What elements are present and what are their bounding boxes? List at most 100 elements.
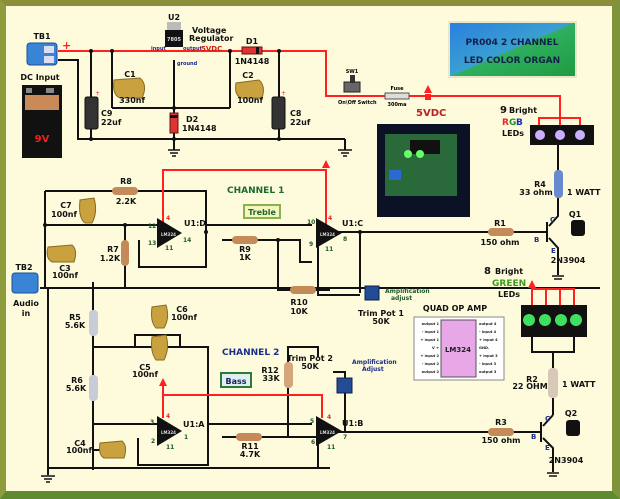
channel2-wires: [47, 282, 520, 475]
u1b-label: U1:B: [342, 419, 363, 428]
quad-title: QUAD OP AMP: [423, 304, 487, 313]
d1-diode: D1 1N4148: [235, 37, 270, 66]
junction-dots: [89, 49, 281, 141]
title-line-2: LED COLOR ORGAN: [464, 56, 560, 66]
quad-pin-label: - input 1: [422, 330, 440, 334]
pin: 2: [151, 438, 155, 445]
c1-name: C1: [124, 70, 136, 79]
audio-in-terminal-tb2: TB2 Audio in: [11, 263, 39, 318]
tb1-label: TB1: [33, 32, 51, 41]
pin: 11: [327, 444, 335, 451]
pin: 11: [166, 444, 174, 451]
u1a-chip: LM324: [161, 430, 176, 435]
rgb-bright: Bright: [509, 106, 537, 115]
r4-value: 33 ohm: [519, 188, 552, 197]
r8-value: 2.2K: [116, 197, 137, 206]
supply-arrow-ch1: [322, 160, 330, 168]
pin: 11: [165, 245, 173, 252]
pin: 14: [183, 237, 191, 244]
on-off-switch[interactable]: SW1 On\Off Switch: [338, 69, 377, 106]
r6-value: 5.6K: [66, 384, 87, 393]
pin: 12: [148, 223, 156, 230]
u1a-label: U1:A: [183, 420, 205, 429]
r2-value: 22 OHM: [512, 382, 547, 391]
c2-name: C2: [242, 71, 253, 80]
pin: 6: [311, 439, 315, 446]
ground-label: ground: [177, 61, 198, 67]
r5-name: R5: [69, 313, 81, 322]
green-count: 8: [484, 266, 491, 277]
trim-pot-2[interactable]: Trim Pot 2 50K Amplification Adjust: [287, 354, 397, 394]
quad-pin-label: + input 4: [479, 338, 498, 342]
quad-pin-label: V +: [432, 346, 439, 350]
c3-name: C3: [59, 264, 70, 273]
rail-voltage: 5VDC: [416, 108, 446, 119]
op-amp-u1c: LM324 U1:C 10 9 8 4 11: [307, 215, 363, 253]
fuse-label: Fuse: [390, 86, 404, 92]
battery-icon: 9V: [22, 85, 62, 158]
trim-pot-1[interactable]: Amplification adjust Trim Pot 1 50K: [358, 285, 430, 326]
audio-label-1: Audio: [13, 299, 39, 308]
c7-value: 100nf: [51, 210, 77, 219]
r10-value: 10K: [290, 307, 308, 316]
base-label: B: [534, 236, 539, 244]
q1-part: 2N3904: [551, 256, 586, 265]
c4-value: 100nf: [66, 446, 92, 455]
r4-power: 1 WATT: [567, 188, 601, 197]
quad-pin-label: - input 3: [479, 362, 497, 366]
quad-pin-label: output 2: [422, 370, 440, 374]
r7-name: R7: [107, 245, 119, 254]
treble-label: Treble: [248, 208, 276, 217]
r1-resistor: R1 150 ohm: [480, 219, 519, 247]
r2-power: 1 WATT: [562, 380, 596, 389]
collector-label: C: [550, 216, 555, 224]
d1-value: 1N4148: [235, 57, 270, 66]
c9-capacitor: + C9 22uf: [84, 90, 122, 130]
transistor-q2: [514, 414, 554, 472]
dc-input-label: DC Input: [20, 73, 59, 82]
pin: 7: [343, 434, 347, 441]
d2-name: D2: [186, 115, 198, 124]
supply-arrow-ch2: [159, 378, 167, 386]
collector-label: C: [545, 415, 550, 423]
rgb-r: R: [502, 118, 509, 128]
trim2-note-2: Adjust: [362, 366, 384, 373]
regulator-label-1: Voltage: [192, 26, 227, 35]
transistor-q1: [514, 200, 559, 275]
ground-icon: [41, 472, 559, 483]
bass-badge: Bass: [220, 372, 252, 388]
supply-wire-ch2: [162, 394, 323, 418]
u1d-label: U1:D: [184, 219, 206, 228]
c5-value: 100nf: [132, 370, 158, 379]
c7-name: C7: [60, 201, 71, 210]
r3-name: R3: [495, 418, 507, 427]
ground-icon: [552, 275, 564, 280]
green-color: GREEN: [492, 279, 526, 289]
c5-name: C5: [139, 363, 151, 372]
ch1-dots: [43, 223, 362, 242]
r9-value: 1K: [239, 253, 252, 262]
rgb-count: 9: [500, 105, 507, 116]
r3-resistor: R3 150 ohm: [481, 418, 520, 445]
c1-value: 330nf: [119, 96, 145, 105]
r9-name: R9: [239, 245, 251, 254]
trim2-name: Trim Pot 2: [287, 354, 333, 363]
pin: 4: [166, 413, 170, 420]
fuse-value: 300ma: [387, 102, 406, 108]
green-leds-label: LEDs: [498, 290, 520, 299]
r8-resistor: R8 2.2K: [112, 177, 138, 206]
c8-value: 22uf: [290, 118, 311, 127]
r4-name: R4: [534, 180, 546, 189]
d2-diode: D2 1N4148: [169, 112, 217, 134]
output-label: output: [183, 46, 203, 52]
op-amp-u1b: LM324 U1:B 5 6 7 4 11: [310, 414, 363, 451]
quad-pin-label: + input 2: [420, 354, 439, 358]
channel2-label: CHANNEL 2: [222, 348, 279, 358]
channel1-wires: [40, 190, 600, 296]
quad-pin-label: output 3: [479, 370, 497, 374]
q2-name: Q2: [565, 409, 577, 418]
r6-name: R6: [71, 376, 83, 385]
